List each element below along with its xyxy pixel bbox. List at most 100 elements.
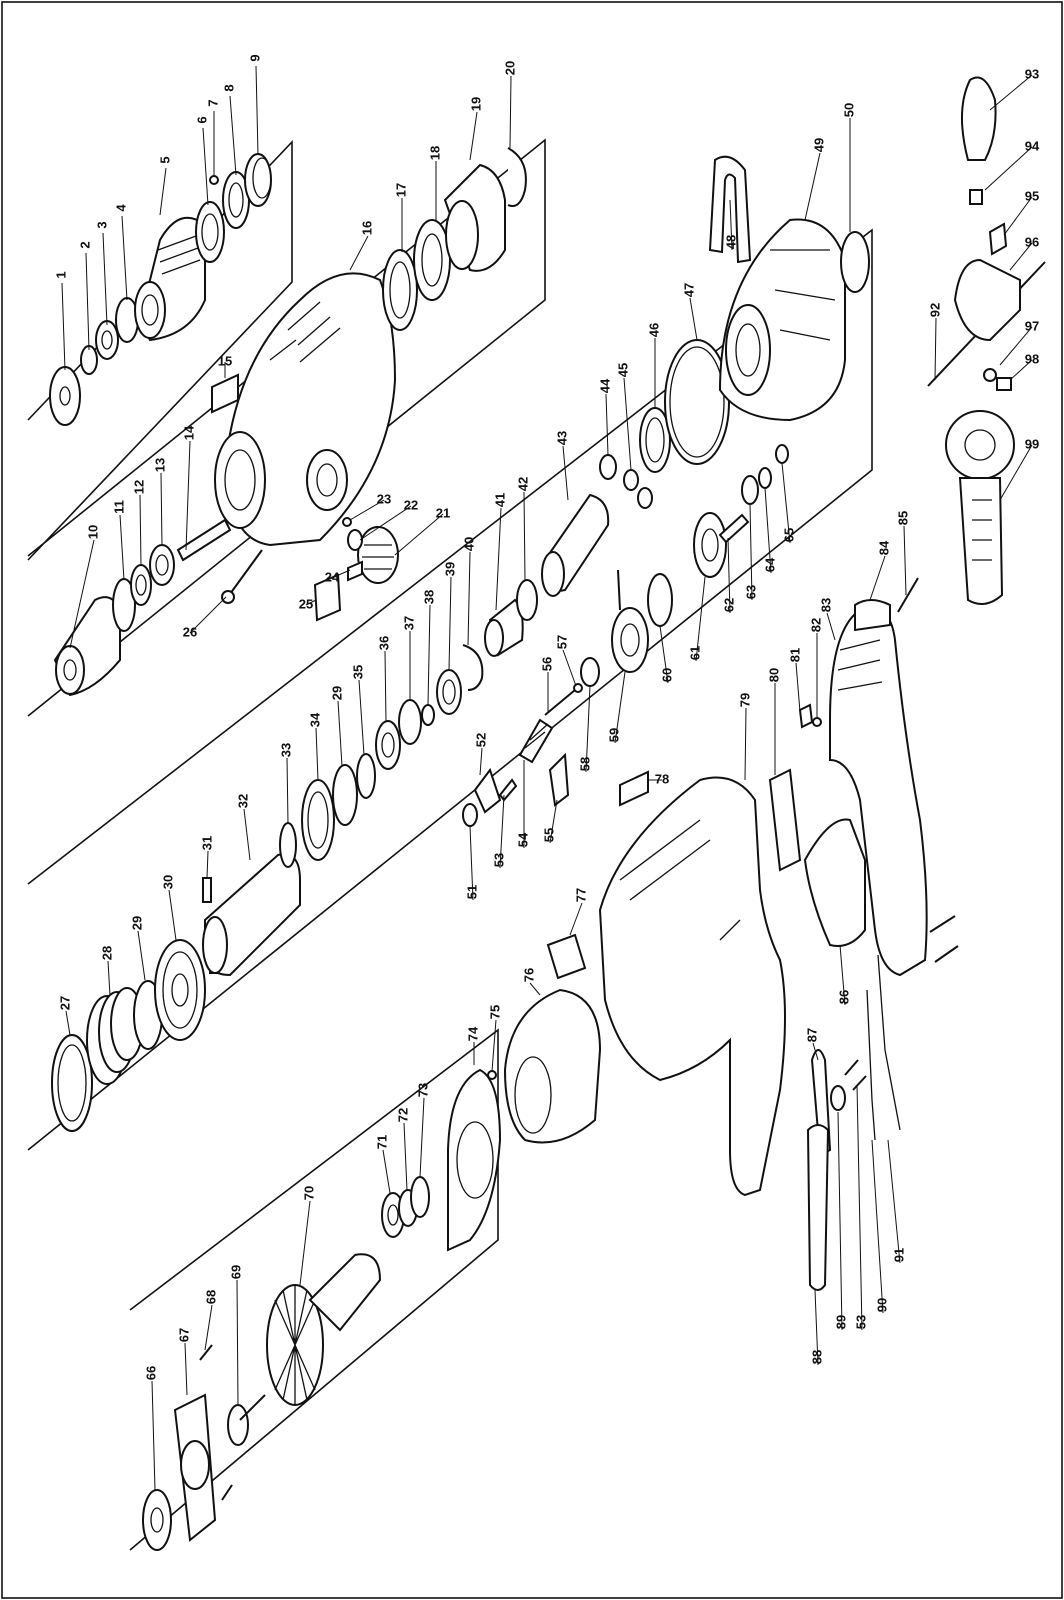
leader-line-44 <box>605 393 609 456</box>
part-67-baffle <box>173 1393 217 1542</box>
leader-line-36 <box>384 650 387 723</box>
part-30-clutch-gear <box>154 939 206 1041</box>
part-label-37: 37 <box>401 616 416 630</box>
part-label-36: 36 <box>376 636 391 650</box>
part-47-gasket <box>664 339 730 465</box>
part-36-piston <box>375 720 401 770</box>
part-label-84: 84 <box>876 540 891 555</box>
leader-line-83 <box>826 612 836 641</box>
part-label-90: 90 <box>874 1298 889 1312</box>
part-74-fan-baffle <box>447 1068 502 1252</box>
leader-line-8 <box>229 95 237 176</box>
part-label-87: 87 <box>804 1028 819 1042</box>
part-label-92: 92 <box>927 303 942 317</box>
part-label-64: 64 <box>762 557 777 572</box>
part-9-spring-ring <box>244 153 272 207</box>
leader-line-35 <box>358 679 365 756</box>
leader-line-22 <box>359 505 412 541</box>
part-label-73: 73 <box>415 1083 430 1097</box>
leader-line-61 <box>695 576 706 662</box>
part-label-49: 49 <box>811 138 826 152</box>
leader-line-81 <box>795 662 801 713</box>
part-label-53: 53 <box>853 1315 868 1329</box>
part-25-block <box>313 573 342 622</box>
leader-line-89 <box>837 1111 843 1331</box>
part-99-side-handle <box>945 410 1015 605</box>
part-70-armature <box>239 1253 382 1421</box>
part-79-motor-housing <box>598 776 786 1197</box>
leader-line-87 <box>812 1042 819 1061</box>
part-76-stator <box>503 988 602 1144</box>
part-label-33: 33 <box>278 743 293 757</box>
part-54-spring <box>518 718 554 764</box>
leader-line-75 <box>491 1019 497 1072</box>
part-label-29: 29 <box>329 686 344 700</box>
part-label-66: 66 <box>143 1366 158 1380</box>
leader-line-65 <box>781 462 791 544</box>
leader-line-62 <box>727 537 731 614</box>
leader-line-11 <box>119 514 125 581</box>
part-label-52: 52 <box>473 733 488 747</box>
part-label-3: 3 <box>94 221 109 228</box>
part-24-spring <box>347 560 363 582</box>
part-label-11: 11 <box>111 500 126 514</box>
part-68-screw <box>199 1344 233 1501</box>
leader-line-47 <box>689 297 698 341</box>
part-label-53: 53 <box>491 853 506 867</box>
leader-line-2 <box>85 252 90 351</box>
part-label-50: 50 <box>841 103 856 117</box>
part-88-power-cord <box>806 1124 830 1291</box>
part-label-1: 1 <box>53 271 68 278</box>
leader-line-94 <box>984 146 1033 191</box>
leader-line-97 <box>999 326 1033 366</box>
part-label-96: 96 <box>1025 234 1039 249</box>
part-label-76: 76 <box>521 968 536 982</box>
part-96-clamp-block <box>953 258 1021 342</box>
part-73-ring <box>410 1176 430 1218</box>
part-label-65: 65 <box>781 528 796 542</box>
leader-line-21 <box>394 513 444 556</box>
part-label-24: 24 <box>325 569 340 584</box>
leader-lines <box>61 65 1033 1491</box>
part-label-51: 51 <box>464 885 479 899</box>
part-51-bush <box>462 803 478 827</box>
part-61-gear-shaft <box>693 512 727 578</box>
leader-line-40 <box>467 551 471 646</box>
part-label-14: 14 <box>181 425 196 440</box>
leader-line-19 <box>469 111 478 161</box>
leader-line-88 <box>814 1289 819 1366</box>
leader-line-45 <box>623 377 632 471</box>
leader-line-86 <box>839 944 846 1006</box>
part-23-pin <box>342 517 352 527</box>
leader-line-73 <box>419 1097 425 1178</box>
leader-line-76 <box>529 982 541 996</box>
leader-line-57 <box>562 649 577 687</box>
part-label-22: 22 <box>404 497 418 512</box>
part-label-62: 62 <box>721 598 736 612</box>
part-56-shaft <box>544 689 576 716</box>
part-label-59: 59 <box>606 728 621 742</box>
part-label-89: 89 <box>833 1315 848 1329</box>
leader-line-60 <box>659 625 669 684</box>
leader-line-9 <box>255 65 259 156</box>
part-58-sleeve <box>580 657 600 687</box>
leader-line-52 <box>479 747 483 776</box>
part-95-clamp <box>988 222 1008 256</box>
part-label-70: 70 <box>301 1186 316 1200</box>
leader-line-13 <box>160 472 163 547</box>
leader-line-63 <box>749 503 753 601</box>
leader-line-93 <box>989 74 1033 111</box>
leader-line-23 <box>349 499 385 521</box>
part-78-label <box>619 770 649 807</box>
part-label-7: 7 <box>205 99 220 106</box>
leader-line-67 <box>184 1342 188 1396</box>
part-32-spindle <box>202 853 301 977</box>
leader-line-69 <box>236 1279 239 1406</box>
part-52-lever <box>473 767 502 814</box>
part-2-ring <box>80 345 98 375</box>
part-42-ring <box>516 579 538 621</box>
part-label-28: 28 <box>99 946 114 960</box>
leader-line-91 <box>887 1139 901 1264</box>
